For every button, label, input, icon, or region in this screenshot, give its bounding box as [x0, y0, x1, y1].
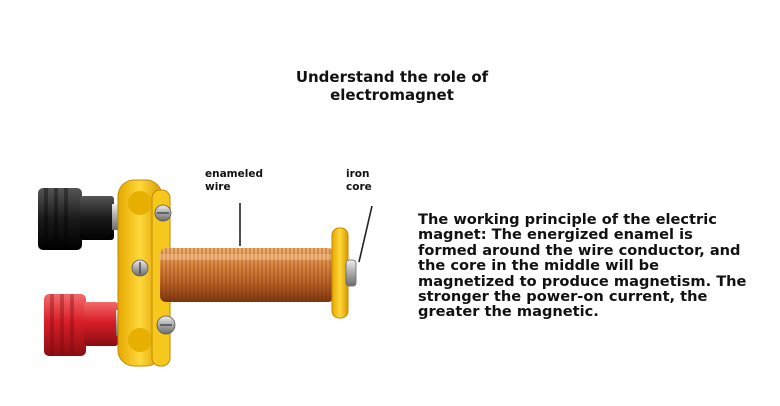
description-line-5: magnetized to produce magnetism. The	[418, 272, 747, 290]
enameled-wire-label-line-2: wire	[205, 181, 231, 193]
red-terminal	[44, 294, 128, 356]
description-line-6: stronger the power-on current, the	[418, 288, 708, 306]
description-line-4: the core in the middle will be	[418, 257, 660, 275]
diagram-title: Understand the role of electromagnet	[262, 68, 522, 104]
iron-core-label-line-2: core	[346, 181, 372, 193]
enameled-wire-coil	[160, 248, 334, 302]
enameled-wire-label-line-1: enameled	[205, 168, 263, 180]
enameled-wire-label: enameled wire	[205, 168, 263, 194]
description-line-7: greater the magnetic.	[418, 303, 599, 321]
iron-core-pointer	[358, 205, 373, 263]
description-line-2: magnet: The energized enamel is	[418, 226, 693, 244]
iron-core-label: iron core	[346, 168, 372, 194]
title-line-2: electromagnet	[330, 86, 454, 104]
working-principle-description: The working principle of the electric ma…	[418, 212, 763, 320]
iron-core	[345, 259, 357, 287]
iron-core-label-line-1: iron	[346, 168, 370, 180]
title-line-1: Understand the role of	[295, 68, 489, 86]
description-line-1: The working principle of the electric	[418, 211, 717, 228]
plate-screws	[131, 204, 176, 335]
description-line-3: formed around the wire conductor, and	[418, 241, 741, 259]
black-terminal	[38, 188, 126, 250]
